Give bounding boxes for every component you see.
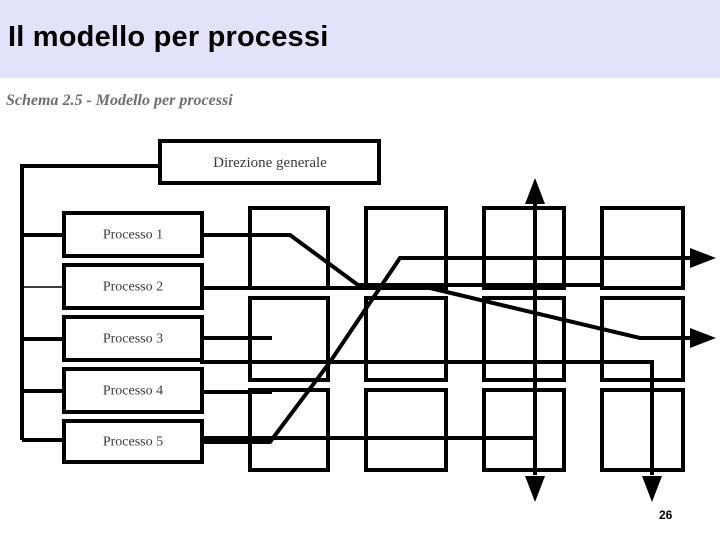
box-processo-2-shape (62, 263, 204, 310)
page-number: 26 (659, 508, 673, 522)
box-direzione-generale-label: Direzione generale (213, 155, 327, 171)
org-tree-connectors (20, 164, 161, 442)
grid-cell-r3c2 (364, 388, 448, 472)
flow-line-processo-3 (200, 256, 710, 364)
arrow-heads (525, 178, 716, 502)
arrow-down-col3-icon (525, 476, 545, 502)
arrow-right-row1-icon (690, 248, 716, 268)
box-direzione-generale-shape (158, 139, 381, 185)
box-processo-1-label: Processo 1 (103, 228, 163, 243)
figure-caption: Schema 2.5 - Modello per processi (6, 92, 233, 109)
box-processo-3-shape (62, 315, 204, 362)
box-processo-1-shape (62, 211, 204, 258)
flow-line-processo-1 (200, 233, 600, 287)
flow-line-descending-right (429, 286, 710, 340)
box-processo-3: Processo 3 (62, 315, 204, 362)
box-processo-3-label: Processo 3 (103, 332, 163, 347)
grid-cell-r2c3 (482, 296, 566, 382)
grid-cell-r1c3 (482, 206, 566, 290)
grid-boxes (248, 206, 685, 472)
arrow-up-col3-icon (525, 178, 545, 204)
grid-cell-r3c3 (482, 388, 566, 472)
box-processo-4: Processo 4 (62, 367, 204, 414)
box-processo-4-shape (62, 367, 204, 414)
grid-cell-r2c2 (364, 296, 448, 382)
box-processo-5-label: Processo 5 (103, 435, 163, 450)
title-band (0, 0, 720, 78)
grid-cell-r3c1 (248, 388, 330, 472)
grid-cell-r1c2 (364, 206, 448, 290)
box-processo-1: Processo 1 (62, 211, 204, 258)
grid-cell-r1c1 (248, 206, 330, 290)
labelled-boxes: Direzione generale Processo 1 Processo 2… (62, 139, 381, 464)
page-title: Il modello per processi (8, 21, 329, 53)
arrow-down-col4-icon (642, 476, 662, 502)
box-processo-5-shape (62, 419, 204, 464)
box-processo-2: Processo 2 (62, 263, 204, 310)
box-processo-5: Processo 5 (62, 419, 204, 464)
process-model-diagram: Direzione generale Processo 1 Processo 2… (0, 130, 720, 510)
arrow-right-row2-icon (690, 328, 716, 348)
box-direzione-generale: Direzione generale (158, 139, 381, 185)
box-processo-2-label: Processo 2 (103, 280, 163, 295)
grid-cell-r1c4 (600, 206, 685, 290)
grid-cell-r2c1 (248, 296, 330, 382)
diagram-svg: Direzione generale Processo 1 Processo 2… (20, 139, 716, 502)
grid-cell-r3c4 (600, 388, 685, 472)
box-processo-4-label: Processo 4 (103, 384, 163, 399)
grid-cell-r2c4 (600, 296, 685, 382)
